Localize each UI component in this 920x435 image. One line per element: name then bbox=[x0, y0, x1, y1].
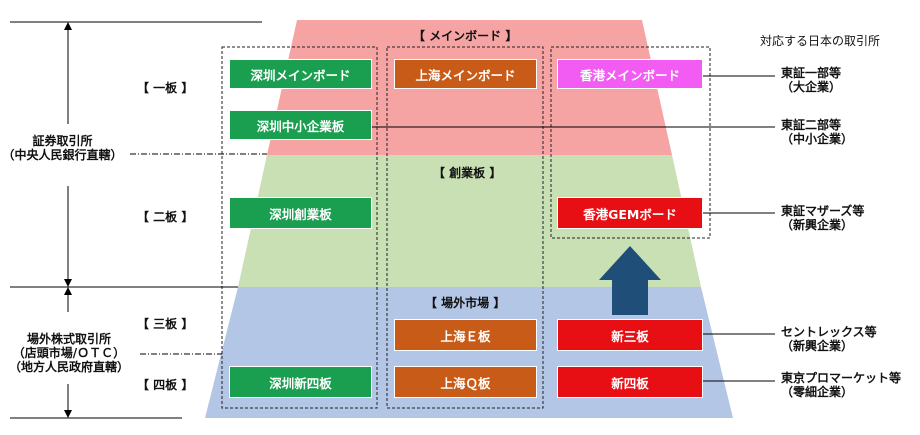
otc-market-title: 【 場外市場 】 bbox=[425, 296, 506, 310]
main-board-title: 【 メインボード 】 bbox=[413, 29, 518, 43]
japan-tse2-note: （中小企業） bbox=[781, 132, 854, 146]
securities-exchange-label: 証券取引所 （中央人民銀行直轄） bbox=[0, 134, 125, 162]
otc-exchange-line-1: 場外株式取引所 bbox=[26, 332, 111, 346]
japan-tokyo-pro-name: 東京プロマーケット等 bbox=[781, 371, 902, 385]
tier2-label: 【 二板 】 bbox=[137, 210, 194, 224]
japan-centrex-note: （新興企業） bbox=[781, 339, 854, 353]
japan-tokyo-pro-note: （零細企業） bbox=[781, 385, 854, 399]
new-fourth-board-box: 新四板 bbox=[557, 366, 703, 398]
shenzhen-chinext-box: 深圳創業板 bbox=[229, 197, 372, 229]
shanghai-e-board-box: 上海Ｅ板 bbox=[394, 319, 537, 351]
japan-tse1-name: 東証一部等 bbox=[781, 66, 842, 80]
otc-exchange-line-2: （店頭市場/ＯＴＣ） bbox=[12, 346, 126, 360]
japan-tse2-name: 東証二部等 bbox=[781, 118, 842, 132]
japan-mothers: 東証マザーズ等 （新興企業） bbox=[781, 204, 864, 232]
japan-tse2: 東証二部等 （中小企業） bbox=[781, 118, 853, 146]
japan-centrex: セントレックス等 （新興企業） bbox=[781, 325, 877, 353]
shenzhen-group-frame bbox=[221, 46, 378, 409]
new-third-board-box: 新三板 bbox=[557, 319, 703, 351]
shanghai-q-board-box: 上海Ｑ板 bbox=[394, 366, 537, 398]
hongkong-main-board-box: 香港メインボード bbox=[557, 59, 703, 89]
japan-centrex-name: セントレックス等 bbox=[781, 325, 877, 339]
shenzhen-new-fourth-box: 深圳新四板 bbox=[229, 366, 372, 398]
japan-tokyo-pro: 東京プロマーケット等 （零細企業） bbox=[781, 371, 901, 399]
chinext-title: 【 創業板 】 bbox=[433, 166, 502, 180]
otc-exchange-line-3: （地方人民政府直轄） bbox=[8, 360, 129, 374]
shenzhen-main-board-box: 深圳メインボード bbox=[229, 59, 372, 89]
japan-tse1-note: （大企業） bbox=[781, 80, 842, 94]
tier3-label: 【 三板 】 bbox=[137, 317, 194, 331]
otc-exchange-label: 場外株式取引所 （店頭市場/ＯＴＣ） （地方人民政府直轄） bbox=[0, 332, 138, 374]
japan-mothers-name: 東証マザーズ等 bbox=[781, 204, 865, 218]
tier1-label: 【 一板 】 bbox=[137, 81, 194, 95]
upgrade-arrow bbox=[599, 246, 661, 315]
tier4-label: 【 四板 】 bbox=[137, 378, 194, 392]
shanghai-main-board-box: 上海メインボード bbox=[394, 59, 537, 89]
japan-tse1: 東証一部等 （大企業） bbox=[781, 66, 841, 94]
shenzhen-sme-board-box: 深圳中小企業板 bbox=[229, 110, 372, 140]
japan-mothers-note: （新興企業） bbox=[781, 218, 854, 232]
chinext-zone bbox=[238, 155, 701, 287]
securities-exchange-line-1: 証券取引所 bbox=[32, 134, 93, 148]
japan-exchanges-header: 対応する日本の取引所 bbox=[760, 34, 881, 48]
shanghai-group-frame bbox=[386, 46, 544, 409]
hongkong-gem-board-box: 香港GEMボード bbox=[557, 197, 703, 229]
securities-exchange-line-2: （中央人民銀行直轄） bbox=[2, 148, 123, 162]
